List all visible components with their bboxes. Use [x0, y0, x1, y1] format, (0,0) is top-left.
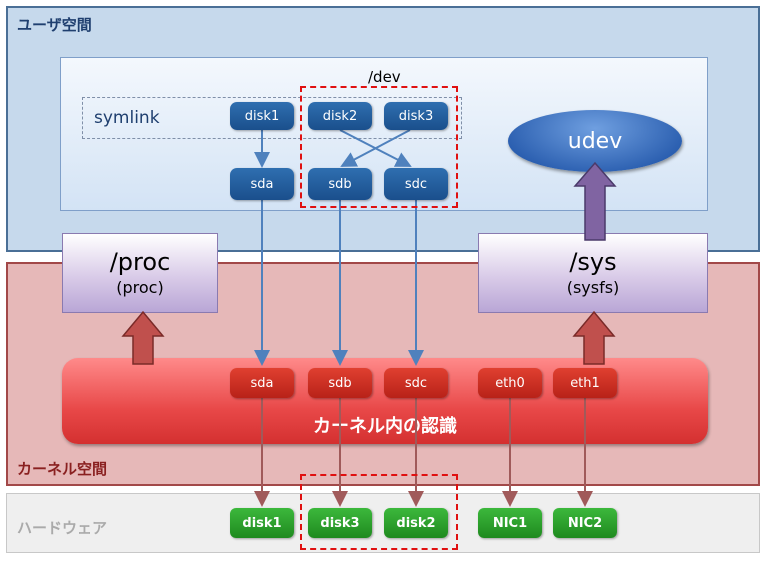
proc-box: /proc (proc)	[62, 233, 218, 313]
hardware-disk1: disk1	[230, 508, 294, 538]
dev-node-sda: sda	[230, 168, 294, 200]
proc-up-arrow	[121, 310, 165, 365]
sys-up-arrow	[572, 310, 616, 365]
kernel-device-eth0: eth0	[478, 368, 542, 398]
udev-label: udev	[567, 128, 623, 154]
dev-node-sdb: sdb	[308, 168, 372, 200]
kernel-space-label: カーネル空間	[17, 460, 108, 478]
symlink-disk2: disk2	[308, 102, 372, 130]
sys-subtitle: (sysfs)	[566, 278, 620, 297]
hardware-nic2: NIC2	[553, 508, 617, 538]
hardware-disk2: disk2	[384, 508, 448, 538]
symlink-disk1: disk1	[230, 102, 294, 130]
hardware-disk3: disk3	[308, 508, 372, 538]
kernel-device-sdc: sdc	[384, 368, 448, 398]
udev-up-arrow	[573, 161, 617, 241]
dev-node-sdc: sdc	[384, 168, 448, 200]
sys-box: /sys (sysfs)	[478, 233, 708, 313]
symlink-disk3: disk3	[384, 102, 448, 130]
user-space-label: ユーザ空間	[17, 16, 92, 34]
kernel-device-eth1: eth1	[553, 368, 617, 398]
symlink-group	[82, 97, 462, 139]
symlink-label: symlink	[94, 108, 160, 128]
link-disk3-sdb	[340, 129, 411, 167]
dev-title: /dev	[368, 68, 401, 86]
proc-title: /proc	[109, 248, 171, 276]
proc-subtitle: (proc)	[116, 278, 164, 297]
kernel-device-sda: sda	[230, 368, 294, 398]
udev-ellipse: udev	[508, 110, 682, 172]
hardware-highlight	[300, 474, 458, 550]
kernel-device-sdb: sdb	[308, 368, 372, 398]
dev-highlight	[300, 86, 458, 208]
hardware-region	[6, 493, 760, 553]
sys-title: /sys	[569, 248, 617, 276]
kernel-caption: カーネル内の認識	[313, 416, 457, 437]
hardware-label: ハードウェア	[17, 519, 108, 537]
hardware-nic1: NIC1	[478, 508, 542, 538]
